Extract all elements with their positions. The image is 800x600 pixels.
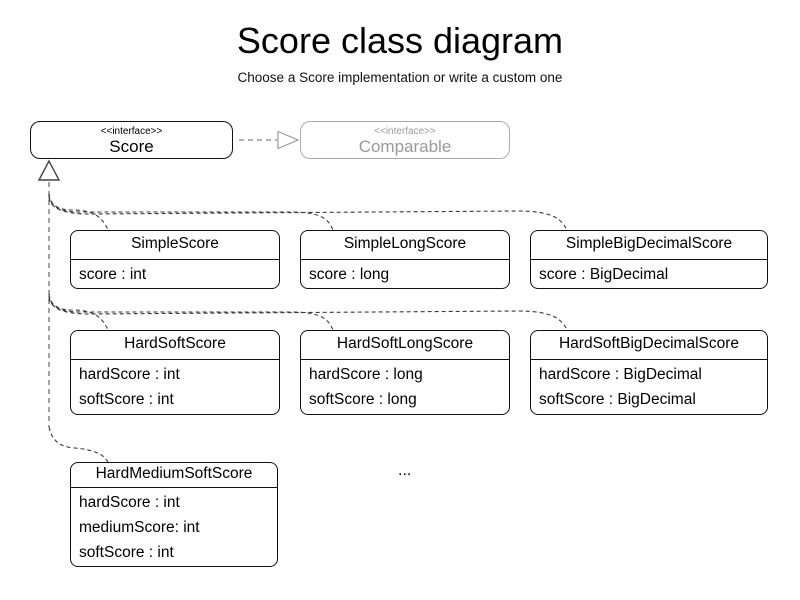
class-attribute: hardScore : int — [79, 365, 180, 383]
class-attribute: score : BigDecimal — [539, 265, 669, 283]
up-hollow-triangle-icon — [37, 159, 61, 181]
connector-simplebigdecimalscore — [48, 197, 568, 231]
class-name: SimpleScore — [71, 231, 279, 260]
class-box-simplescore: SimpleScore score : int — [70, 230, 280, 289]
class-attribute: hardScore : long — [309, 365, 423, 383]
interface-box-score: <<interface>> Score — [30, 121, 233, 159]
interface-stereotype: <<interface>> — [100, 126, 163, 137]
class-attribute: score : int — [79, 265, 147, 283]
class-attribute: mediumScore: int — [79, 518, 200, 536]
class-attribute: softScore : BigDecimal — [539, 390, 696, 408]
connector-simplescore — [48, 193, 109, 231]
class-box-hardsoftbigdecimalscore: HardSoftBigDecimalScore hardScore : BigD… — [530, 330, 768, 415]
class-box-simplebigdecimalscore: SimpleBigDecimalScore score : BigDecimal — [530, 230, 768, 289]
page-title: Score class diagram — [236, 20, 564, 61]
connector-hardmediumsoftscore — [48, 426, 109, 463]
more-implementations-ellipsis: ... — [398, 462, 412, 479]
class-attribute: softScore : int — [79, 390, 174, 408]
connector-hardsoftscore — [48, 293, 109, 331]
class-name: HardSoftLongScore — [301, 331, 509, 360]
right-hollow-triangle-icon — [277, 130, 300, 150]
class-attribute: softScore : int — [79, 543, 174, 561]
interface-stereotype: <<interface>> — [374, 126, 436, 137]
interface-name: Comparable — [358, 137, 452, 156]
class-box-hardsoftscore: HardSoftScore hardScore : int softScore … — [70, 330, 280, 415]
page-subtitle: Choose a Score implementation or write a… — [237, 70, 563, 85]
class-name: SimpleBigDecimalScore — [531, 231, 767, 260]
class-name: HardSoftScore — [71, 331, 279, 360]
class-name: SimpleLongScore — [301, 231, 509, 260]
class-attribute: softScore : long — [309, 390, 417, 408]
connector-hardsoftbigdecimalscore — [48, 297, 568, 331]
class-box-simplelongscore: SimpleLongScore score : long — [300, 230, 510, 289]
class-box-hardmediumsoftscore: HardMediumSoftScore hardScore : int medi… — [70, 462, 278, 567]
class-box-hardsoftlongscore: HardSoftLongScore hardScore : long softS… — [300, 330, 510, 415]
class-attribute: hardScore : BigDecimal — [539, 365, 702, 383]
interface-box-comparable: <<interface>> Comparable — [300, 121, 510, 159]
class-name: HardSoftBigDecimalScore — [531, 331, 767, 360]
class-attribute: score : long — [309, 265, 390, 283]
interface-name: Score — [109, 137, 154, 156]
class-attribute: hardScore : int — [79, 493, 180, 511]
class-name: HardMediumSoftScore — [71, 463, 277, 488]
